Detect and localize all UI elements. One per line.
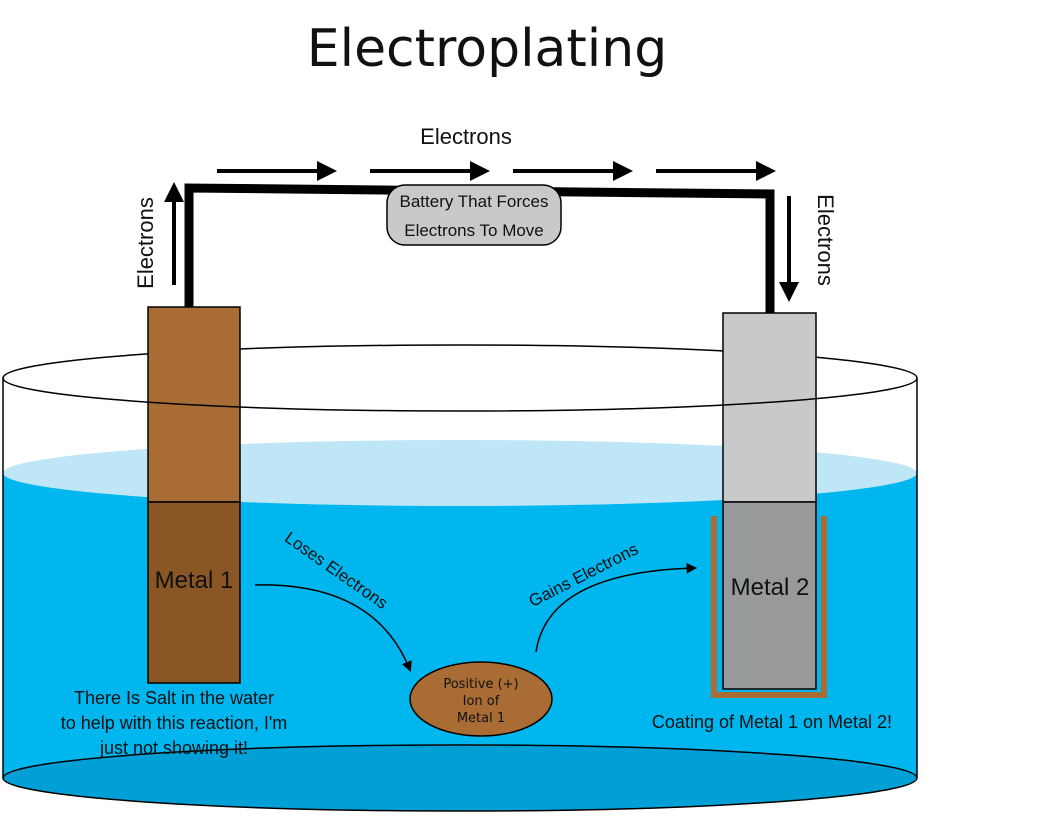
salt-note-line1: There Is Salt in the water: [74, 688, 274, 708]
electrons-label-left: Electrons: [133, 197, 158, 289]
ion-label-line1: Positive (+): [443, 677, 518, 692]
metal1-label: Metal 1: [155, 567, 234, 594]
battery-label-line2: Electrons To Move: [404, 221, 544, 240]
gains-electrons-arrow: [535, 562, 698, 653]
container-back-rim: [2, 344, 918, 379]
container-front-rim: [2, 377, 918, 412]
metal2-upper: [722, 312, 817, 503]
metal2-label: Metal 2: [731, 574, 810, 601]
battery: [386, 184, 562, 246]
loses-electrons-arrow: [254, 584, 412, 672]
diagram-title: Electroplating: [307, 19, 667, 79]
ion-label-line3: Metal 1: [457, 711, 505, 726]
salt-note-line3: just not showing it!: [99, 738, 248, 758]
battery-label-line1: Battery That Forces: [400, 192, 549, 211]
electrons-label-right: Electrons: [813, 194, 838, 286]
ion-label-line2: Ion of: [463, 694, 500, 709]
coating-note: Coating of Metal 1 on Metal 2!: [652, 712, 892, 732]
salt-note-line2: to help with this reaction, I'm: [61, 713, 288, 733]
electrons-label-top: Electrons: [420, 124, 512, 149]
positive-ion: [409, 661, 553, 737]
metal1-lower: [147, 501, 241, 684]
metal2-lower: [722, 501, 817, 690]
